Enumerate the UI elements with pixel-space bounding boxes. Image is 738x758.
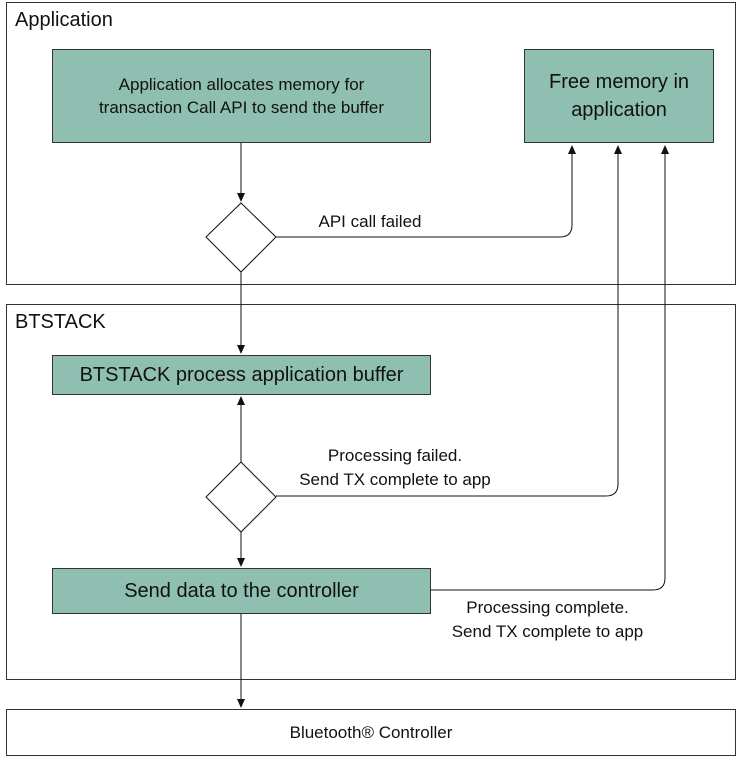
- processing-complete-line1: Processing complete.: [466, 598, 629, 617]
- free-memory-text: Free memory in application: [548, 71, 690, 121]
- edge-processing-complete: [430, 145, 669, 591]
- send-data-box: Send data to the controller: [52, 568, 431, 614]
- processing-failed-line1: Processing failed.: [327, 446, 463, 465]
- processing-failed-label: Processing failed. Send TX complete to a…: [280, 444, 510, 492]
- processing-complete-line2: Send TX complete to app: [451, 622, 644, 641]
- allocate-memory-box: Application allocates memory for transac…: [52, 49, 431, 143]
- btstack-lane-title: BTSTACK: [15, 311, 106, 333]
- free-memory-box: Free memory in application: [524, 49, 714, 143]
- process-buffer-text: BTSTACK process application buffer: [79, 363, 404, 386]
- application-lane-title: Application: [15, 9, 113, 31]
- edge-api-failed: [276, 145, 576, 238]
- bluetooth-controller-text: Bluetooth® Controller: [289, 722, 453, 742]
- allocate-memory-text: Application allocates memory for transac…: [98, 75, 385, 117]
- decision-diamond-api: [205, 202, 277, 273]
- processing-failed-line2: Send TX complete to app: [299, 470, 491, 489]
- process-buffer-box: BTSTACK process application buffer: [52, 355, 431, 395]
- processing-complete-label: Processing complete. Send TX complete to…: [430, 596, 665, 644]
- bluetooth-controller-box: Bluetooth® Controller: [6, 709, 736, 756]
- edge-processing-failed: [276, 145, 622, 497]
- send-data-text: Send data to the controller: [124, 579, 359, 602]
- decision-diamond-processing: [205, 461, 277, 533]
- api-call-failed-label: API call failed: [318, 212, 422, 231]
